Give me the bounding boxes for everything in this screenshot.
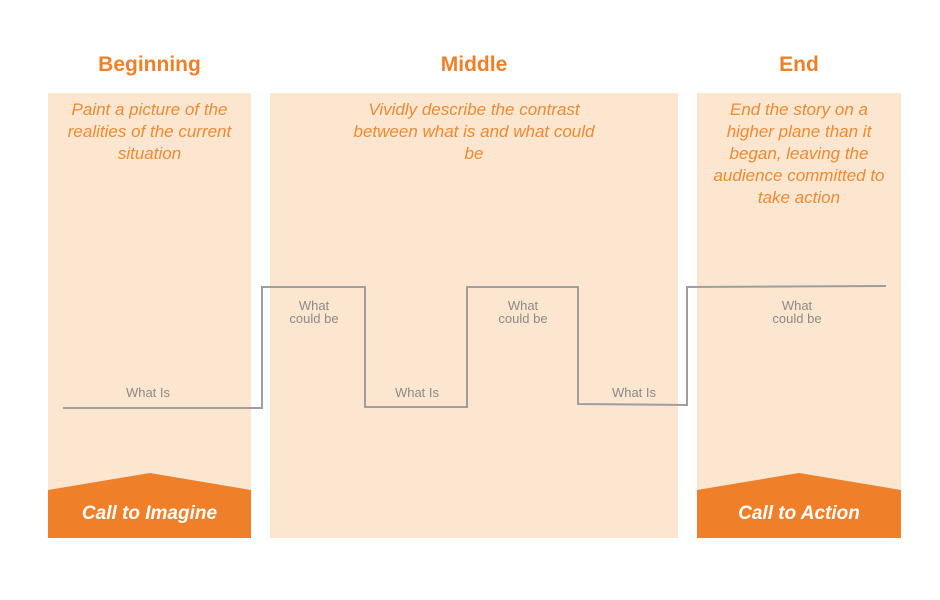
- label-what-is-1: What Is: [125, 385, 171, 400]
- panel-end-text: End the story on a higher plane than it …: [713, 100, 885, 207]
- heading-beginning: Beginning: [98, 53, 201, 76]
- label-what-could-be-2: What could be: [498, 298, 548, 326]
- call-to-action-shape: [697, 473, 901, 538]
- panel-beginning-text: Paint a picture of the realities of the …: [67, 100, 232, 163]
- label-what-could-be-1: What could be: [289, 298, 339, 326]
- label-what-is-3: What Is: [611, 385, 657, 400]
- what-is-could-be-line: [63, 285, 887, 409]
- label-what-is-2: What Is: [394, 385, 440, 400]
- heading-end: End: [779, 53, 819, 76]
- panel-middle: [270, 93, 678, 538]
- call-to-action-label: Call to Action: [738, 503, 860, 524]
- call-to-imagine-shape: [48, 473, 251, 538]
- call-to-imagine-label: Call to Imagine: [81, 503, 218, 524]
- panel-beginning: [48, 93, 251, 538]
- panel-middle-text: Vividly describe the contrast between wh…: [353, 100, 595, 163]
- label-what-could-be-3: What could be: [772, 298, 822, 326]
- panel-end: [697, 93, 901, 538]
- heading-middle: Middle: [440, 53, 508, 76]
